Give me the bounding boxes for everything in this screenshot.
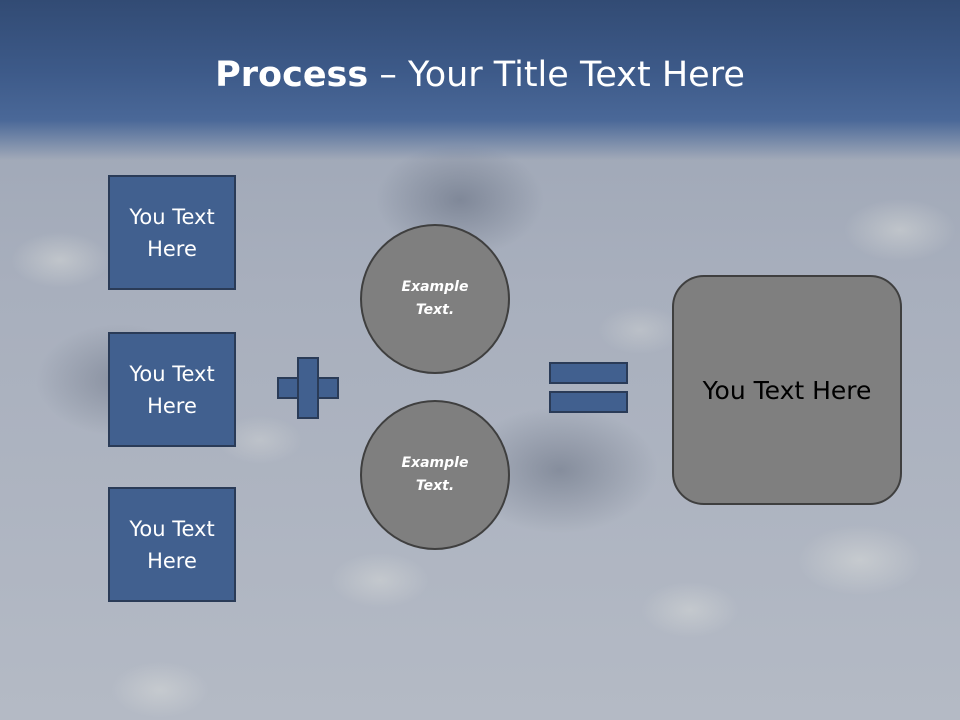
plus-icon <box>277 357 339 419</box>
slide-title: Process – Your Title Text Here <box>0 52 960 98</box>
text-box-2: You Text Here <box>108 332 236 447</box>
text-box-1: You Text Here <box>108 175 236 290</box>
plus-center <box>299 379 317 397</box>
equals-top-bar <box>549 362 628 384</box>
equals-bottom-bar <box>549 391 628 413</box>
header-band <box>0 0 960 160</box>
example-circle-1: Example Text. <box>360 224 510 374</box>
title-bold: Process <box>215 55 369 95</box>
title-rest: – Your Title Text Here <box>368 55 745 95</box>
text-box-3: You Text Here <box>108 487 236 602</box>
result-box: You Text Here <box>672 275 902 505</box>
example-circle-2: Example Text. <box>360 400 510 550</box>
